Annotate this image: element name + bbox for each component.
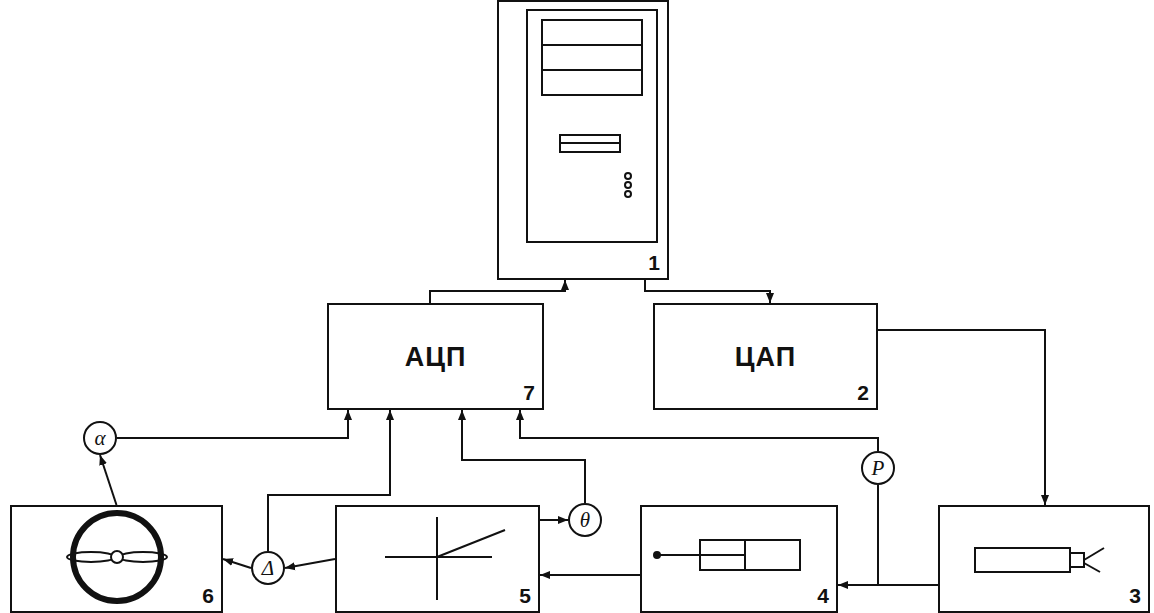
actuator-cap bbox=[1070, 553, 1084, 567]
propeller-blade bbox=[67, 552, 115, 562]
drive-bay-line bbox=[542, 44, 642, 46]
wheel-rim bbox=[73, 513, 161, 601]
block-label: ЦАП bbox=[735, 343, 796, 370]
computer-box: 1 bbox=[497, 0, 669, 280]
signal-connector bbox=[100, 455, 117, 505]
callout-number: 7 bbox=[523, 382, 535, 403]
actuator-box: 3 bbox=[938, 505, 1150, 613]
callout-number: 4 bbox=[817, 585, 829, 606]
computer-case bbox=[527, 10, 657, 242]
cylinder-body bbox=[700, 540, 800, 570]
disk-slot-line bbox=[560, 142, 620, 144]
actuator-body bbox=[975, 548, 1070, 572]
signal-connector bbox=[430, 280, 565, 303]
signal-connector bbox=[462, 410, 585, 503]
signal-connector bbox=[520, 410, 878, 451]
indicator-light bbox=[625, 173, 631, 179]
propeller-blade bbox=[119, 552, 167, 562]
callout-number: 3 bbox=[1129, 585, 1141, 606]
actuator-lever bbox=[1084, 563, 1100, 572]
signal-connector bbox=[117, 410, 348, 438]
linkage-arm bbox=[437, 530, 505, 557]
signal-connector bbox=[838, 584, 938, 586]
signal-connector bbox=[223, 559, 251, 568]
drive-bays bbox=[542, 20, 642, 95]
block-label: АЦП bbox=[405, 343, 467, 370]
callout-number: 2 bbox=[857, 382, 869, 403]
indicator-light bbox=[625, 191, 631, 197]
sensor-symbol: α bbox=[94, 428, 105, 449]
wheel-box: 6 bbox=[10, 505, 223, 613]
sensor-symbol: P bbox=[872, 458, 885, 479]
sensor-symbol: Δ bbox=[262, 558, 274, 579]
sensor-circle: θ bbox=[568, 503, 602, 537]
signal-connector bbox=[878, 330, 1045, 505]
sensor-circle: P bbox=[861, 451, 895, 485]
callout-number: 6 bbox=[202, 585, 214, 606]
linkage-box: 5 bbox=[335, 505, 540, 613]
signal-connector bbox=[285, 559, 335, 568]
sensor-circle: α bbox=[83, 421, 117, 455]
propeller-hub bbox=[111, 551, 123, 563]
dac-box: ЦАП 2 bbox=[653, 303, 878, 410]
signal-connector bbox=[540, 574, 640, 576]
piston bbox=[744, 540, 746, 570]
actuator-lever bbox=[1084, 548, 1104, 560]
signal-connector bbox=[645, 280, 770, 303]
signal-connector bbox=[268, 410, 390, 551]
callout-number: 1 bbox=[648, 252, 660, 273]
callout-number: 5 bbox=[519, 585, 531, 606]
indicator-light bbox=[625, 182, 631, 188]
cylinder-box: 4 bbox=[640, 505, 838, 613]
pressure-tap-line bbox=[877, 485, 879, 585]
sensor-symbol: θ bbox=[580, 510, 590, 531]
linkage-bar bbox=[436, 517, 438, 600]
signal-connector bbox=[540, 519, 568, 521]
adc-box: АЦП 7 bbox=[327, 303, 544, 410]
sensor-circle: Δ bbox=[251, 551, 285, 585]
disk-slot bbox=[560, 135, 620, 152]
drive-bay-line bbox=[542, 69, 642, 71]
